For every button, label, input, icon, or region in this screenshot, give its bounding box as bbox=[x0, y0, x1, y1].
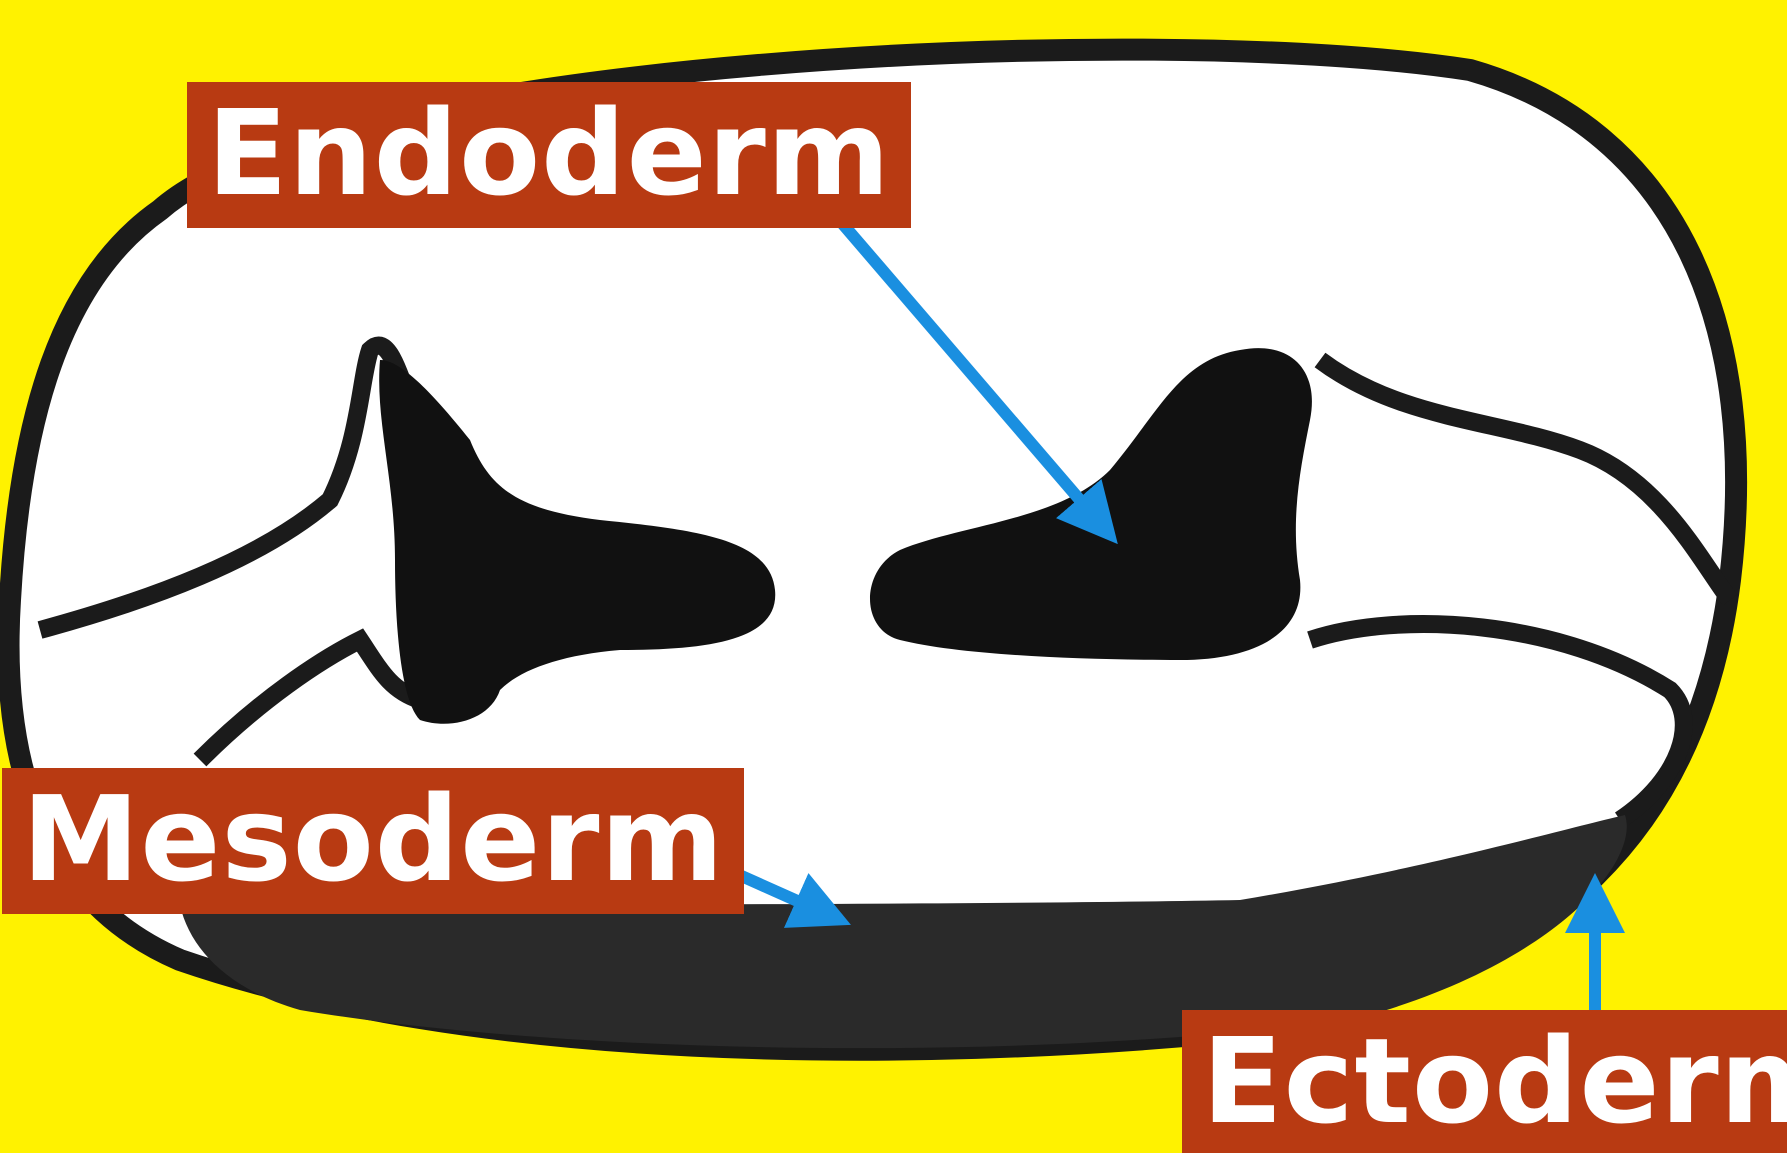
endoderm-label: Endoderm bbox=[187, 82, 911, 228]
ectoderm-label: Ectoderm bbox=[1182, 1010, 1787, 1153]
mesoderm-label: Mesoderm bbox=[2, 768, 744, 914]
